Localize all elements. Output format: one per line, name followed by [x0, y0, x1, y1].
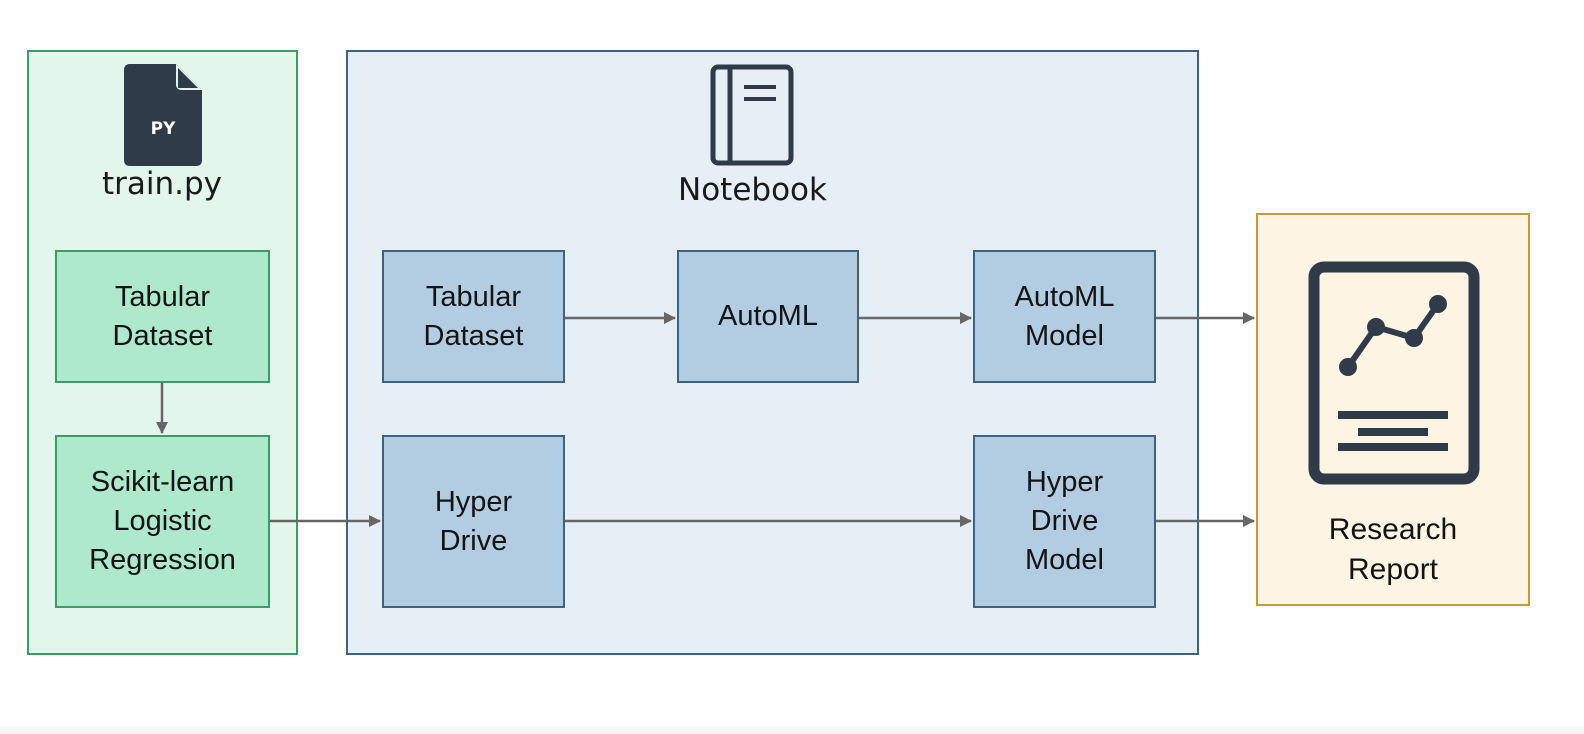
hyperdrive-model-node: Hyper Drive Model — [973, 435, 1156, 608]
automl-node: AutoML — [677, 250, 859, 383]
logistic-regression-node: Scikit-learn Logistic Regression — [55, 435, 270, 608]
research-report-title: Research Report — [1328, 513, 1458, 586]
python-file-icon — [124, 64, 202, 166]
hyperdrive-node: Hyper Drive — [382, 435, 565, 608]
train-tabular-dataset-node: Tabular Dataset — [55, 250, 270, 383]
notebook-icon — [710, 64, 794, 166]
bottom-strip — [0, 726, 1584, 734]
train-py-title: train.py — [101, 166, 223, 202]
automl-model-node: AutoML Model — [973, 250, 1156, 383]
notebook-title: Notebook — [678, 172, 827, 208]
notebook-tabular-dataset-node: Tabular Dataset — [382, 250, 565, 383]
python-file-icon-label: PY — [150, 119, 176, 139]
report-chart-icon — [1308, 261, 1480, 485]
research-report-panel — [1256, 213, 1530, 606]
